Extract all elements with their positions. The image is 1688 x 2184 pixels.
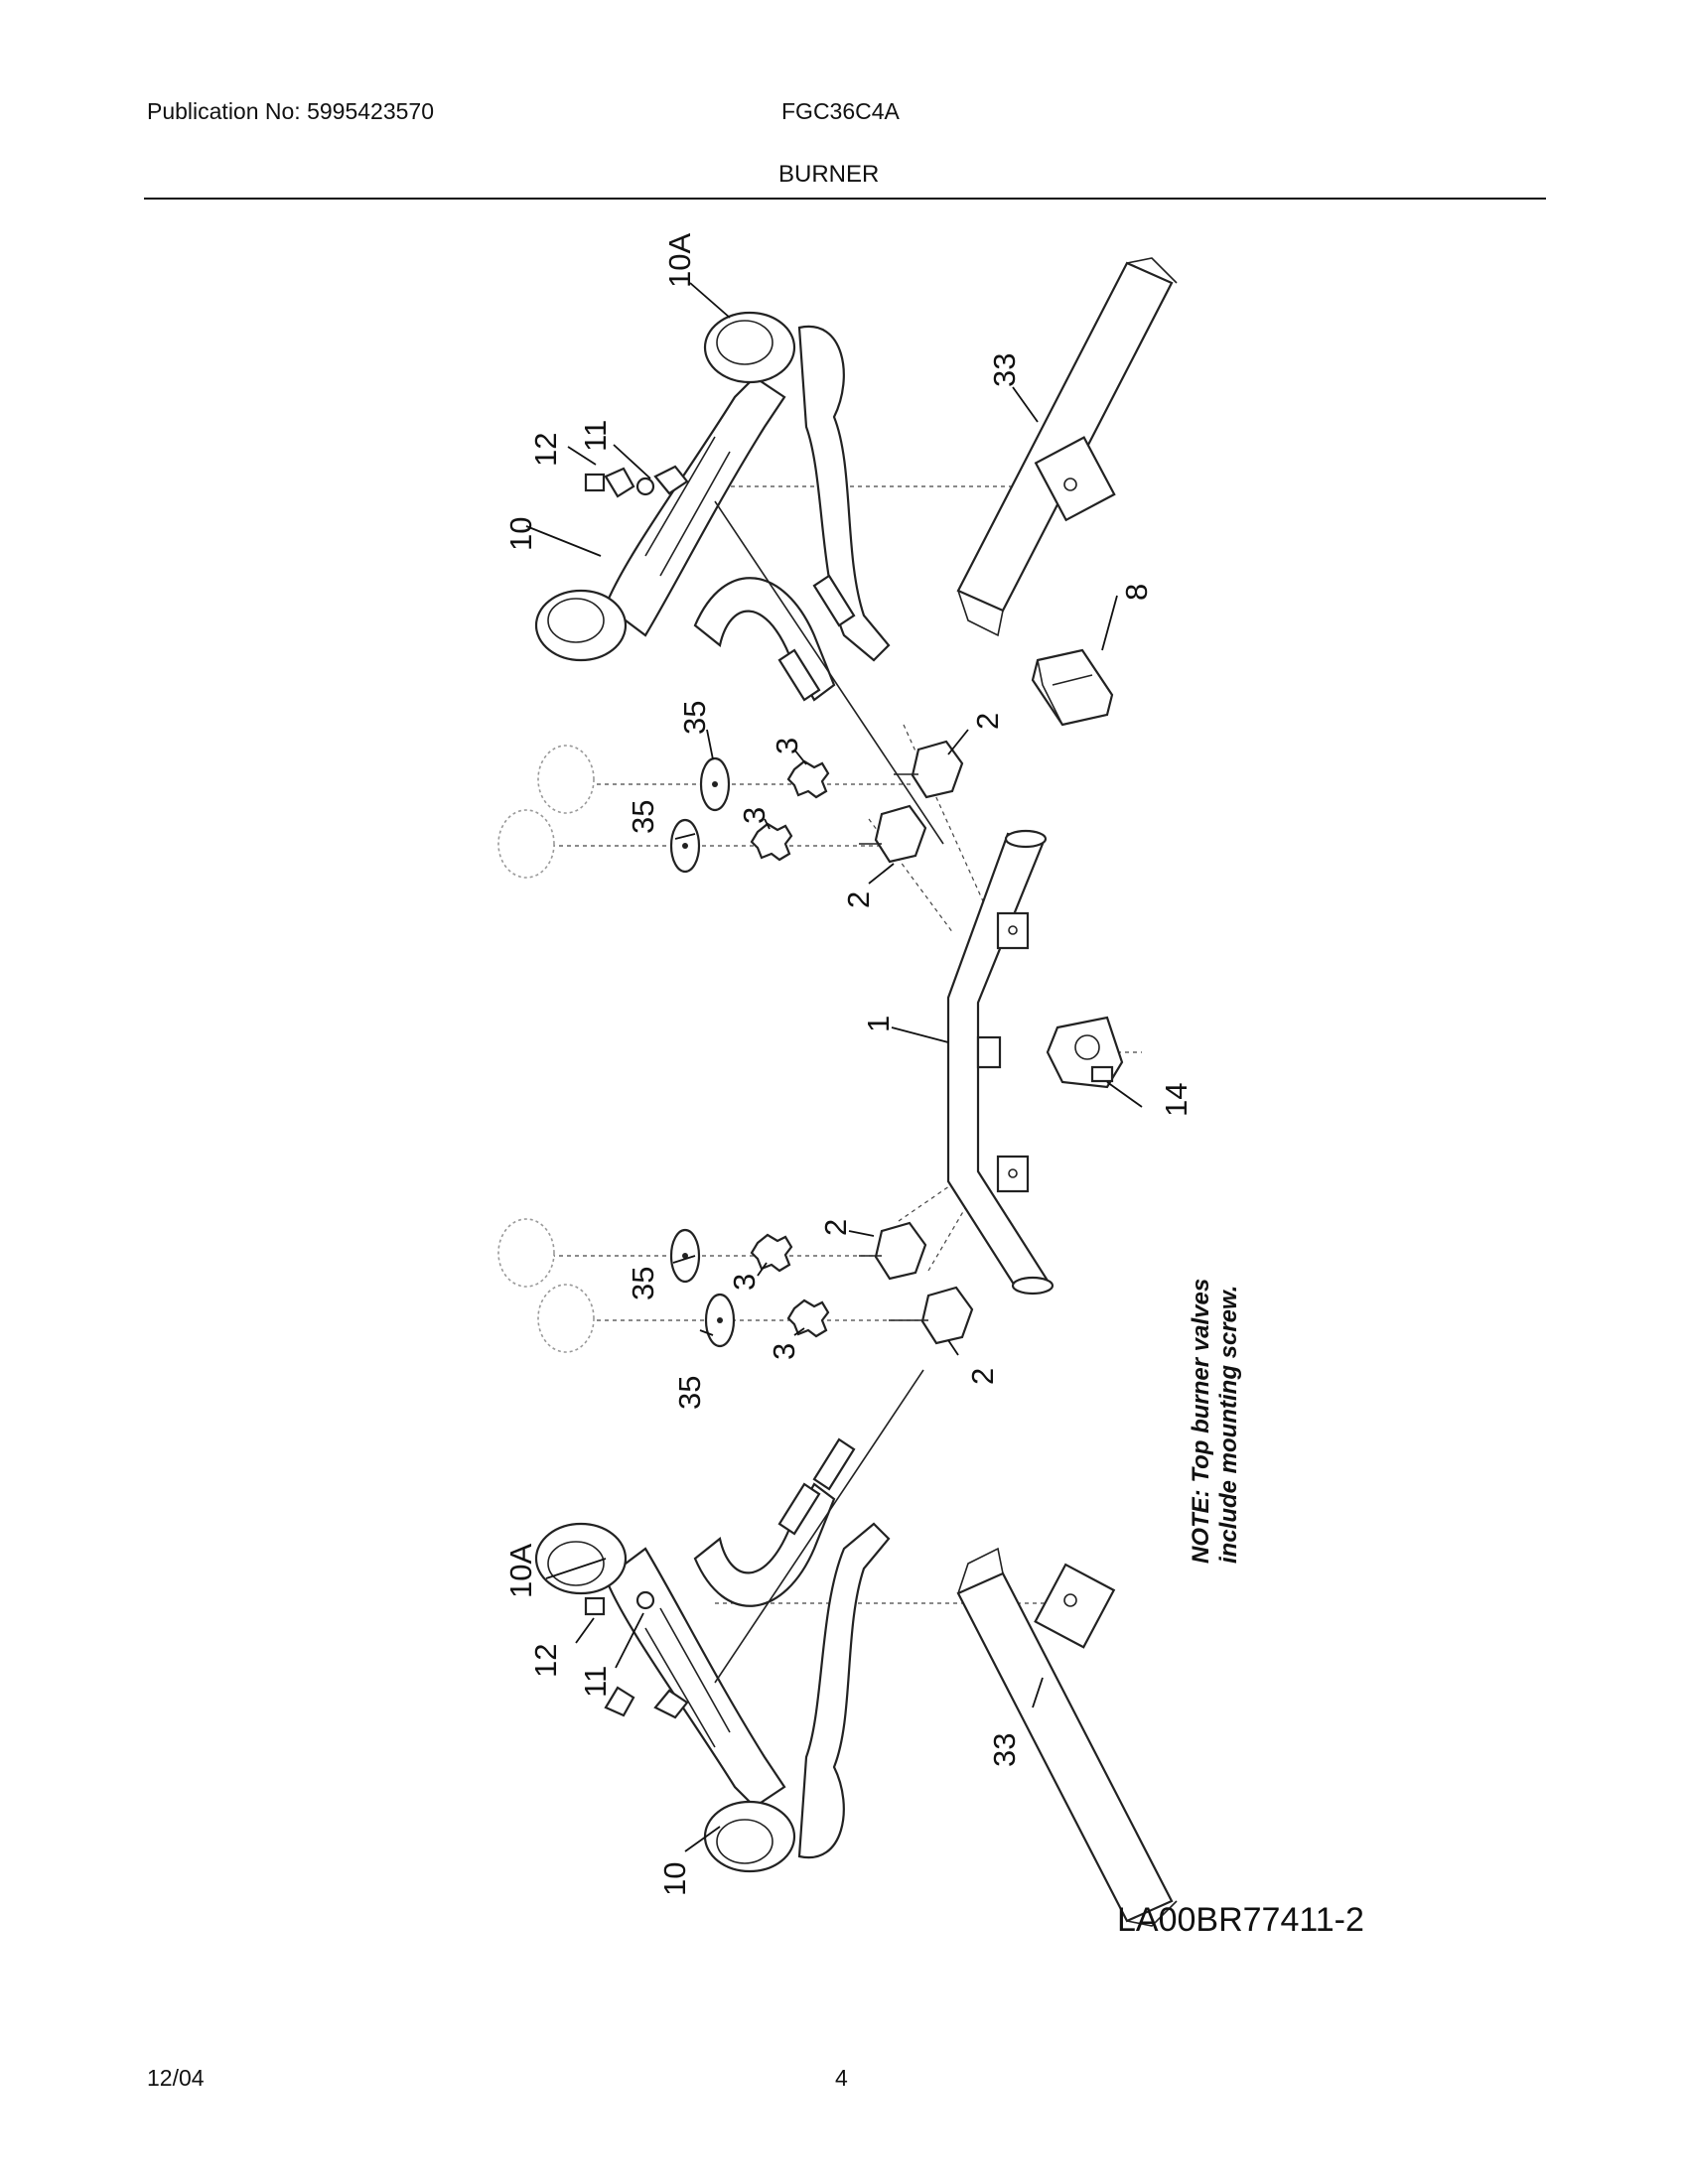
callout-11-upper: 11 [578,420,613,452]
model-number: FGC36C4A [781,98,900,124]
note-line-1: NOTE: Top burner valves [1188,1279,1214,1564]
callout-3-a: 3 [770,738,804,754]
callout-14: 14 [1159,1083,1194,1117]
callout-3-c: 3 [727,1274,762,1291]
callout-12-upper: 12 [528,433,563,467]
callout-35-d: 35 [672,1376,707,1410]
callout-10A-lower: 10A [503,1544,538,1598]
header-rule [144,198,1546,200]
knob-bezels [669,756,736,1348]
callout-10-upper: 10 [503,517,538,551]
callout-35-a: 35 [677,701,712,735]
callout-10A-upper: 10A [662,233,697,288]
manifold-pipe [946,829,1055,1296]
callout-35-c: 35 [626,1267,660,1300]
callout-33-upper: 33 [987,353,1022,387]
callout-10-lower: 10 [657,1862,692,1896]
callout-11-lower: 11 [578,1666,613,1698]
callout-2-a: 2 [970,713,1005,730]
figure-id: LA00BR77411-2 [1117,1901,1364,1939]
callout-2-d: 2 [965,1368,1000,1385]
leader-lines [525,282,1143,1852]
callout-8: 8 [1119,584,1154,601]
page-number: 4 [835,2065,848,2091]
lower-burner-assembly [534,1369,924,1873]
publication-number: Publication No: 5995423570 [147,98,435,124]
igniter-clips [584,473,655,1616]
spark-module [1031,648,1114,727]
upper-burner-assembly [534,311,944,845]
callout-2-c: 2 [818,1219,853,1236]
alignment-lines [551,485,1142,1604]
mounting-note: NOTE: Top burner valves include mounting… [1188,1279,1242,1564]
section-title: BURNER [778,161,880,188]
callout-3-b: 3 [737,807,772,824]
callout-labels: 10A 12 11 10 33 8 35 3 2 35 3 2 1 14 2 3… [503,233,1194,1896]
burner-valves [859,740,974,1345]
callout-3-d: 3 [767,1343,801,1360]
footer-date: 12/04 [147,2065,205,2091]
ghost-knob-outlines [497,745,595,1353]
callout-12-lower: 12 [528,1644,563,1678]
lower-burner-bracket [956,1547,1178,1927]
callout-1: 1 [861,1016,896,1032]
pressure-regulator [1046,1016,1124,1089]
upper-burner-bracket [956,257,1178,637]
callout-2-b: 2 [841,891,876,908]
valve-knobs [750,759,830,1338]
callout-35-b: 35 [626,800,660,834]
callout-33-lower: 33 [987,1733,1022,1767]
note-line-2: include mounting screw. [1215,1286,1242,1564]
